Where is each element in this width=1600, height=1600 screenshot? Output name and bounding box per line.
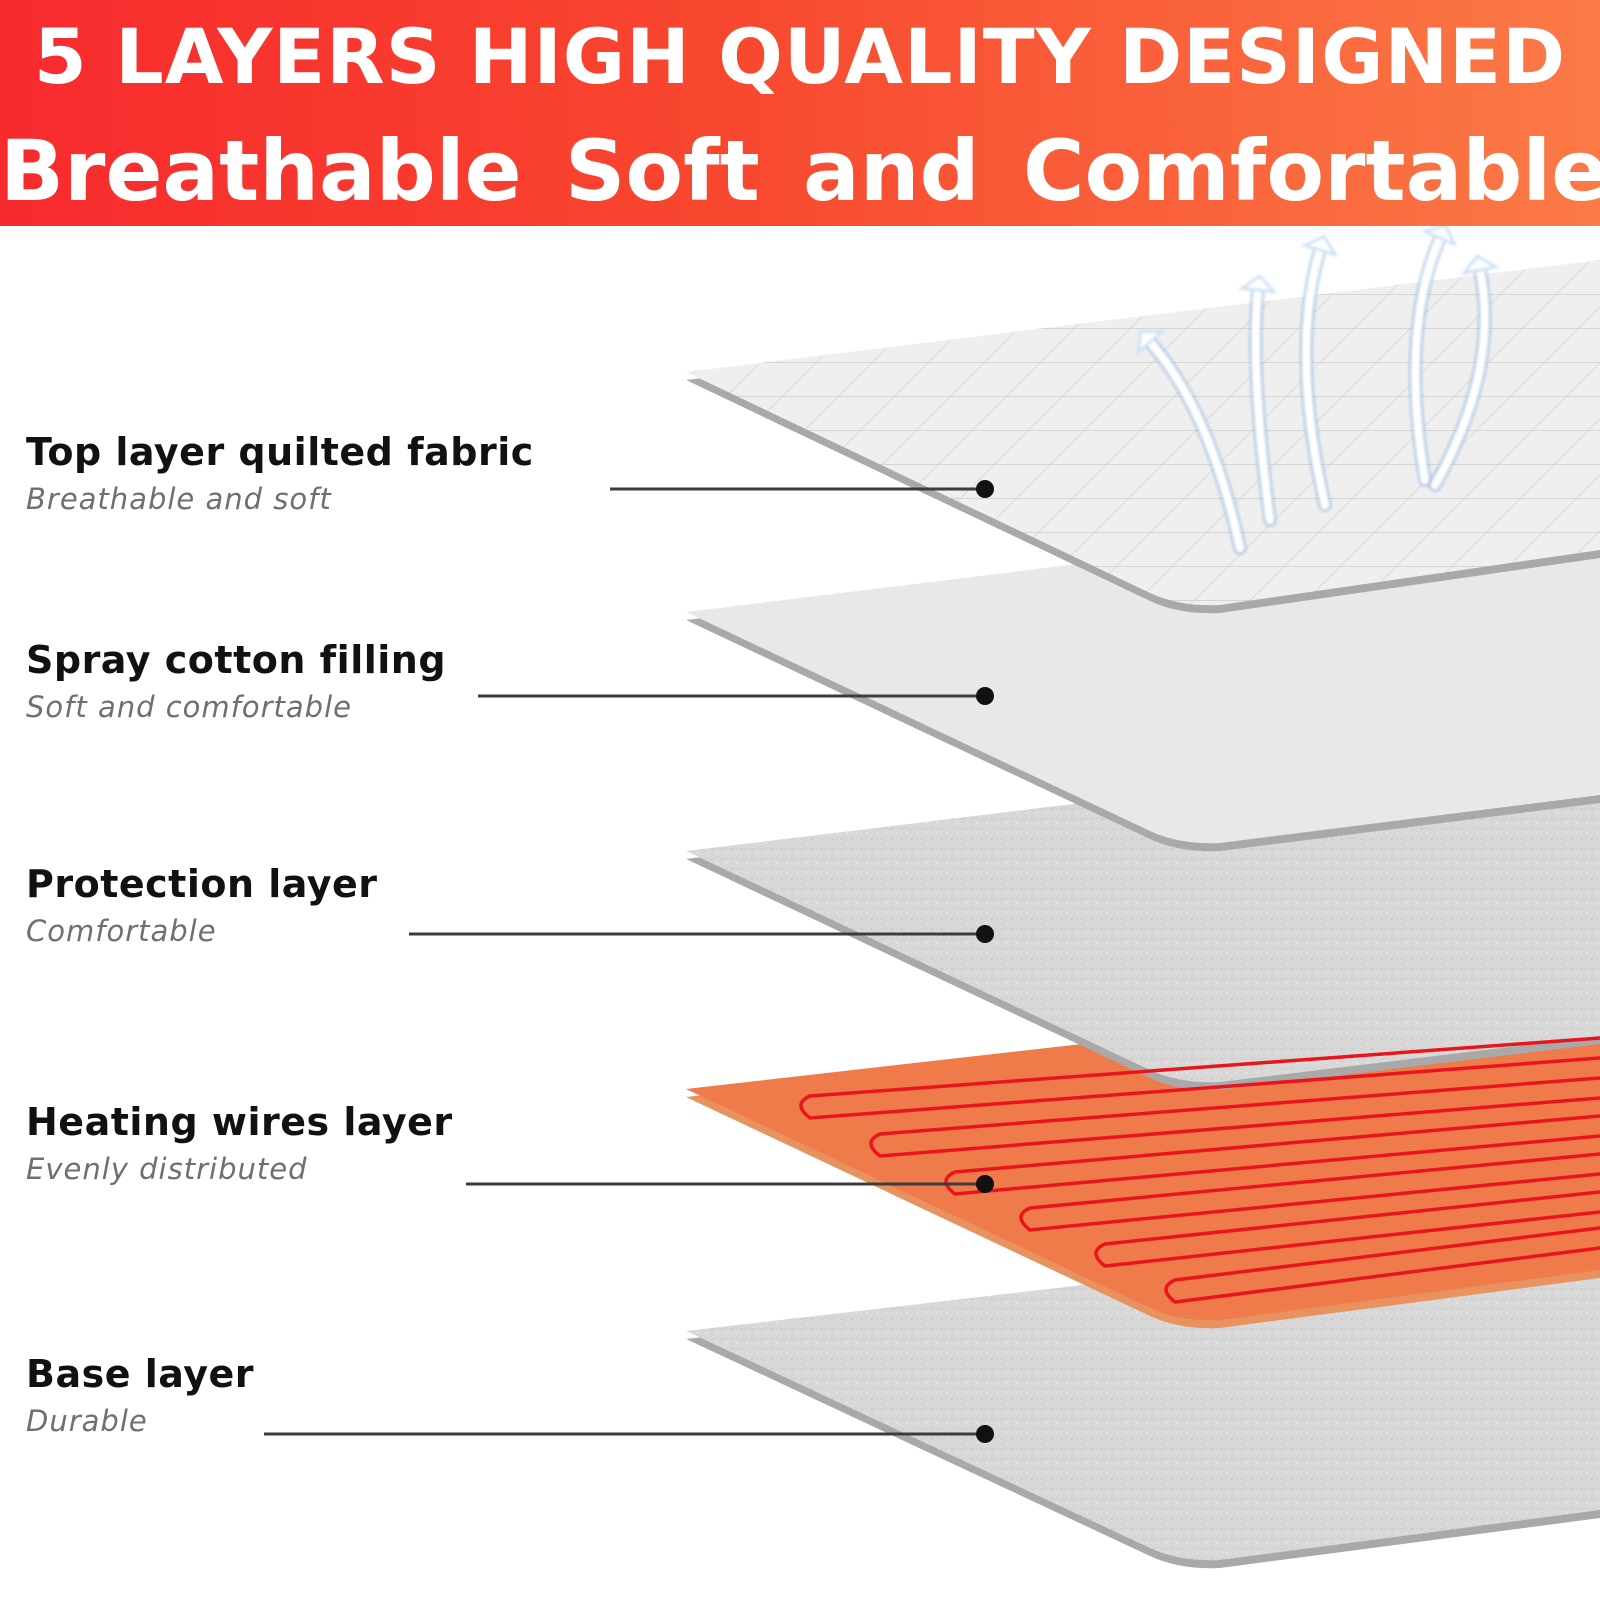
heating-wire-loop	[869, 1076, 1600, 1158]
layer-top-quilted-surface	[686, 260, 1600, 606]
heating-wires	[799, 1036, 1600, 1304]
airflow-arrow-head	[1421, 226, 1458, 248]
label-title: Protection layer	[26, 862, 378, 906]
heating-wire-loop	[1164, 1226, 1600, 1304]
label-base: Base layer Durable	[26, 1352, 254, 1438]
airflow-arrows	[1135, 226, 1500, 555]
leader-dot	[976, 480, 994, 498]
label-subtitle: Durable	[26, 1404, 148, 1438]
layer-diagram	[264, 226, 1600, 1569]
header-subtitle: Breathable Soft and Comfortable	[0, 122, 1600, 220]
layer-top-quilted	[686, 260, 1600, 614]
airflow-arrow-shaft	[1251, 286, 1274, 524]
header-title: 5 LAYERS HIGH QUALITY DESIGNED	[33, 12, 1567, 101]
airflow-arrow-shaft	[1431, 266, 1489, 489]
label-subtitle: Soft and comfortable	[26, 690, 352, 724]
label-title: Heating wires layer	[26, 1100, 453, 1144]
airflow-arrow-head	[1460, 254, 1500, 276]
airflow-arrow-icon	[1299, 234, 1339, 512]
airflow-arrow-icon	[1408, 226, 1458, 487]
label-protection: Protection layer Comfortable	[26, 862, 378, 948]
label-subtitle: Evenly distributed	[26, 1152, 308, 1186]
layer-base-surface	[686, 1225, 1600, 1561]
label-subtitle: Breathable and soft	[26, 482, 332, 516]
leader-dot	[976, 1425, 994, 1443]
leader-dot	[976, 1175, 994, 1193]
layer-base	[686, 1225, 1600, 1569]
airflow-arrow-icon	[1135, 329, 1247, 555]
airflow-arrow-head	[1300, 234, 1339, 258]
airflow-arrow-icon	[1237, 274, 1278, 527]
label-heating-wires: Heating wires layer Evenly distributed	[26, 1100, 453, 1186]
heating-wire-loop	[1019, 1152, 1600, 1232]
airflow-arrow-head	[1135, 329, 1166, 357]
airflow-arrow-shaft	[1411, 234, 1444, 484]
airflow-arrow-icon	[1428, 254, 1500, 492]
leader-lines	[264, 480, 994, 1443]
heating-wire-loop	[799, 1036, 1600, 1120]
label-title: Spray cotton filling	[26, 638, 447, 682]
airflow-arrow-shaft	[1302, 246, 1329, 509]
heating-wire-loop	[1094, 1190, 1600, 1268]
heating-wire-loop	[944, 1114, 1600, 1196]
label-subtitle: Comfortable	[26, 914, 217, 948]
airflow-arrow-head	[1237, 274, 1278, 294]
label-title: Base layer	[26, 1352, 255, 1396]
leader-dot	[976, 687, 994, 705]
label-spray-cotton: Spray cotton filling Soft and comfortabl…	[26, 638, 446, 724]
header-banner: 5 LAYERS HIGH QUALITY DESIGNED Breathabl…	[0, 0, 1600, 226]
leader-dot	[976, 925, 994, 943]
label-top-layer: Top layer quilted fabric Breathable and …	[26, 430, 534, 516]
layers-group	[686, 260, 1600, 1569]
airflow-arrow-shaft	[1146, 338, 1244, 552]
label-title: Top layer quilted fabric	[26, 430, 534, 474]
